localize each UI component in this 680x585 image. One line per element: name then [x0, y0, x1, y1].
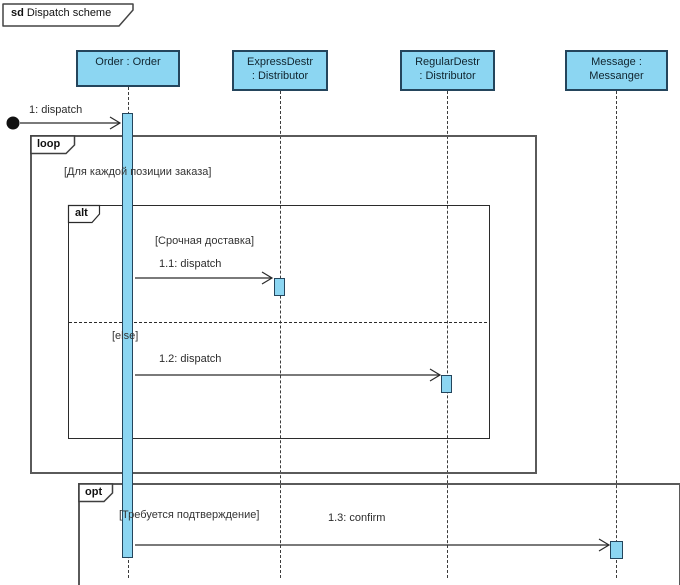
- frame-name: Dispatch scheme: [26, 7, 112, 19]
- alt-guard-else: [else]: [112, 330, 139, 342]
- lifeline-head-message[interactable]: Message : Messanger: [565, 50, 668, 91]
- found-message-circle: [6, 116, 20, 130]
- message-label-1-1: 1.1: dispatch: [159, 258, 222, 270]
- lifeline-label: Messanger: [589, 70, 644, 82]
- message-label-1-3: 1.3: confirm: [328, 512, 386, 524]
- alt-guard-first: [Срочная доставка]: [155, 235, 255, 247]
- opt-guard: [Требуется подтверждение]: [119, 509, 260, 521]
- loop-operator-label: loop: [37, 138, 61, 150]
- activation-message[interactable]: [610, 541, 623, 559]
- lifeline-head-order[interactable]: Order : Order: [76, 50, 180, 87]
- lifeline-regular: [447, 91, 448, 578]
- alt-operand-divider: [69, 322, 487, 323]
- activation-order[interactable]: [122, 113, 133, 558]
- message-label-1: 1: dispatch: [29, 104, 83, 116]
- message-label-1-2: 1.2: dispatch: [159, 353, 222, 365]
- lifeline-label: RegularDestr: [415, 56, 480, 68]
- lifeline-head-regular-destr[interactable]: RegularDestr : Distributor: [400, 50, 495, 91]
- lifeline-label: Message :: [591, 56, 642, 68]
- alt-operator-label: alt: [75, 207, 88, 219]
- fragment-loop[interactable]: [30, 135, 537, 474]
- loop-guard: [Для каждой позиции заказа]: [64, 166, 212, 178]
- lifeline-label: ExpressDestr: [246, 56, 314, 68]
- arrowhead-1: [109, 116, 122, 130]
- lifeline-label: : Distributor: [419, 70, 476, 82]
- fragment-opt[interactable]: [78, 483, 680, 585]
- activation-express[interactable]: [274, 278, 285, 296]
- opt-operator-label: opt: [85, 486, 103, 498]
- lifeline-express: [280, 91, 281, 578]
- activation-regular[interactable]: [441, 375, 452, 393]
- lifeline-label: Order : Order: [95, 56, 161, 68]
- lifeline-head-express-destr[interactable]: ExpressDestr : Distributor: [232, 50, 328, 91]
- lifeline-message: [616, 91, 617, 578]
- fragment-alt[interactable]: [68, 205, 490, 439]
- lifeline-label: : Distributor: [251, 70, 309, 82]
- frame-keyword: sd: [11, 7, 24, 19]
